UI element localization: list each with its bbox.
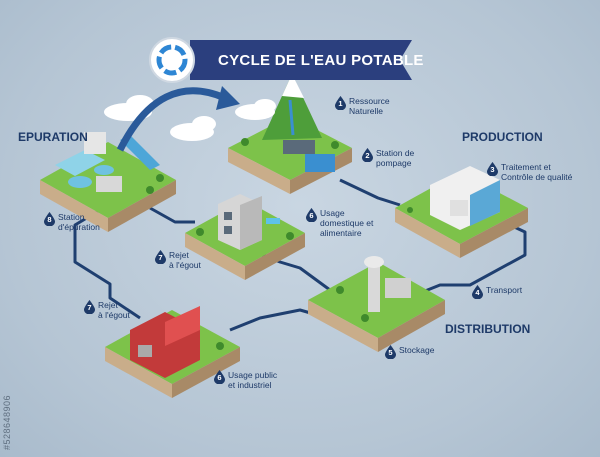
water-drop-icon: 2	[362, 148, 373, 162]
step-usage-public: 6 Usage public et industriel	[214, 370, 277, 390]
section-distribution: DISTRIBUTION	[445, 322, 531, 336]
arrow-head-icon	[216, 86, 240, 110]
tile-ressource	[228, 74, 352, 194]
step-transport: 4 Transport	[472, 285, 522, 299]
step-label: Rejet à l'égout	[169, 250, 201, 270]
tile-industriel	[105, 306, 240, 398]
water-drop-icon: 7	[155, 250, 166, 264]
water-drop-icon: 4	[472, 285, 483, 299]
title-banner	[190, 40, 412, 80]
water-drop-icon: 7	[84, 300, 95, 314]
watermark: #528648906	[2, 394, 12, 450]
water-tower-icon	[368, 266, 380, 312]
step-traitement: 3 Traitement et Contrôle de qualité	[487, 162, 572, 182]
tile-domestique	[185, 194, 305, 280]
water-drop-icon: 1	[335, 96, 346, 110]
step-label: Rejet à l'égout	[98, 300, 130, 320]
cycle-icon	[149, 37, 195, 83]
water-drop-icon: 3	[487, 162, 498, 176]
tile-epuration	[40, 132, 176, 232]
step-station-pompage: 2 Station de pompage	[362, 148, 414, 168]
step-label: Traitement et Contrôle de qualité	[501, 162, 573, 182]
section-production: PRODUCTION	[462, 130, 543, 144]
step-ressource-naturelle: 1 Ressource Naturelle	[335, 96, 390, 116]
step-rejet-egout-upper: 7 Rejet à l'égout	[155, 250, 201, 270]
tile-stockage	[308, 256, 445, 352]
step-label: Usage public et industriel	[228, 370, 278, 390]
page-title: CYCLE DE L'EAU POTABLE	[218, 52, 424, 69]
water-drop-icon: 6	[214, 370, 225, 384]
step-stockage: 5 Stockage	[385, 345, 434, 359]
step-label: Station de pompage	[376, 148, 415, 168]
evaporation-arrow	[116, 87, 227, 152]
step-label: Transport	[486, 285, 523, 295]
treatment-plant-icon	[84, 132, 106, 154]
step-station-epuration: 8 Station d'épuration	[44, 212, 100, 232]
step-label: Usage domestique et alimentaire	[320, 208, 374, 238]
section-epuration: EPURATION	[18, 130, 88, 144]
step-label: Station d'épuration	[58, 212, 100, 232]
step-rejet-egout-lower: 7 Rejet à l'égout	[84, 300, 130, 320]
water-drop-icon: 5	[385, 345, 396, 359]
step-label: Stockage	[399, 345, 435, 355]
tile-production	[395, 166, 528, 258]
step-usage-domestique: 6 Usage domestique et alimentaire	[306, 208, 390, 238]
water-drop-icon: 6	[306, 208, 317, 222]
water-drop-icon: 8	[44, 212, 55, 226]
step-label: Ressource Naturelle	[349, 96, 390, 116]
